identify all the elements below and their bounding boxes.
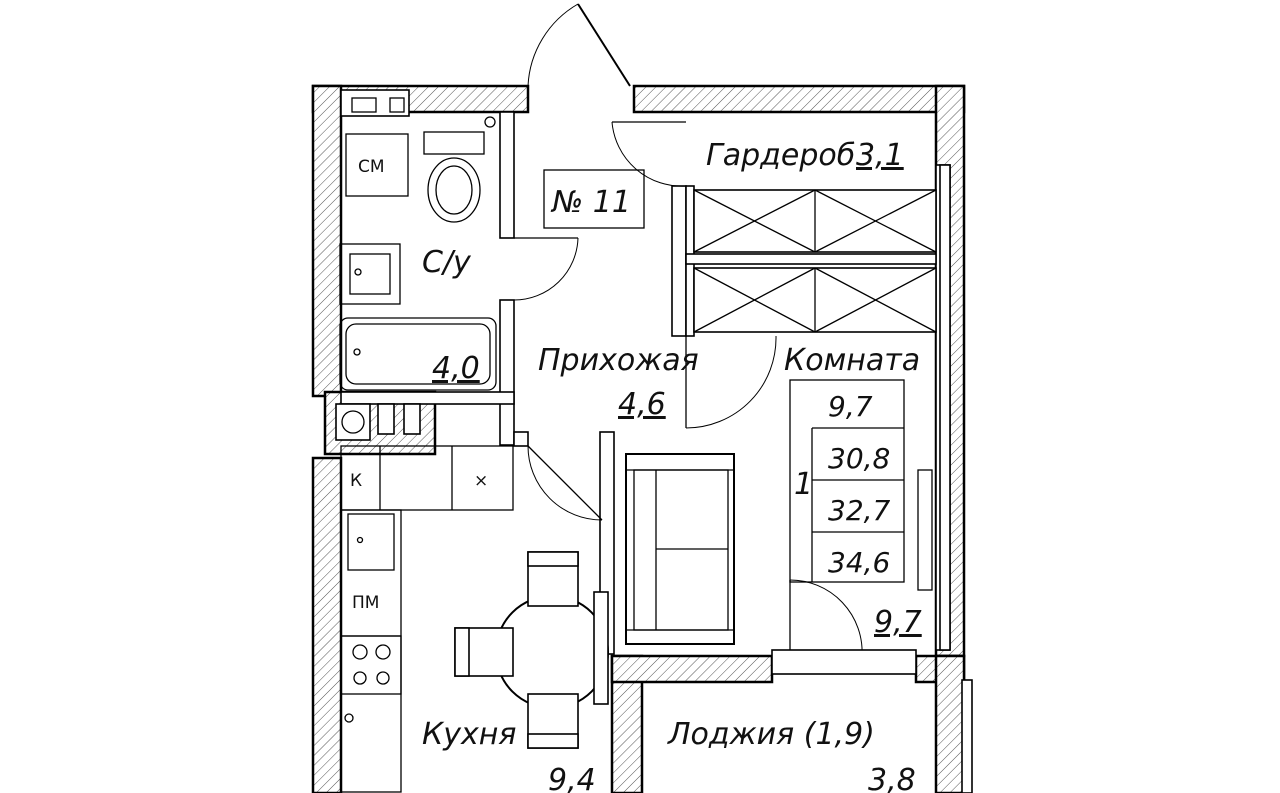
- wardrobe-name: Гардероб: [706, 138, 855, 173]
- bathroom-name: С/у: [422, 245, 472, 280]
- room-area: 9,7: [874, 605, 922, 640]
- rooms-count: 1: [794, 467, 813, 502]
- wardrobe-area: 3,1: [856, 138, 904, 173]
- wardrobe-cabinets: [693, 189, 937, 333]
- fridge-label: К: [350, 471, 362, 491]
- cabinet-label: ×: [474, 471, 488, 491]
- sofa: [625, 453, 735, 645]
- shaft-fixtures: [335, 403, 421, 441]
- apartment-number-frame: [543, 169, 645, 229]
- washer-label: СМ: [358, 157, 385, 177]
- hallway-name: Прихожая: [538, 343, 699, 378]
- room-name: Комната: [784, 343, 920, 378]
- summary-value-2: 30,8: [828, 442, 890, 475]
- dining-table: [454, 551, 609, 749]
- summary-value-4: 34,6: [828, 546, 890, 579]
- hallway-area: 4,6: [618, 387, 666, 422]
- summary-value-3: 32,7: [828, 494, 891, 527]
- doors: [513, 3, 863, 657]
- summary-value-1: 9,7: [828, 390, 873, 423]
- dishwasher-label: ПМ: [352, 593, 379, 613]
- loggia-name: Лоджия (1,9): [667, 717, 875, 752]
- summary-table: [789, 379, 933, 591]
- loggia-area: 3,8: [868, 763, 916, 793]
- windows: [771, 164, 973, 793]
- kitchen-fixtures: [340, 445, 514, 793]
- kitchen-name: Кухня: [422, 717, 516, 752]
- bathroom-fixtures: [339, 97, 497, 391]
- kitchen-area: 9,4: [548, 763, 596, 793]
- apartment-number: № 11: [550, 185, 631, 220]
- bathroom-area: 4,0: [432, 351, 480, 386]
